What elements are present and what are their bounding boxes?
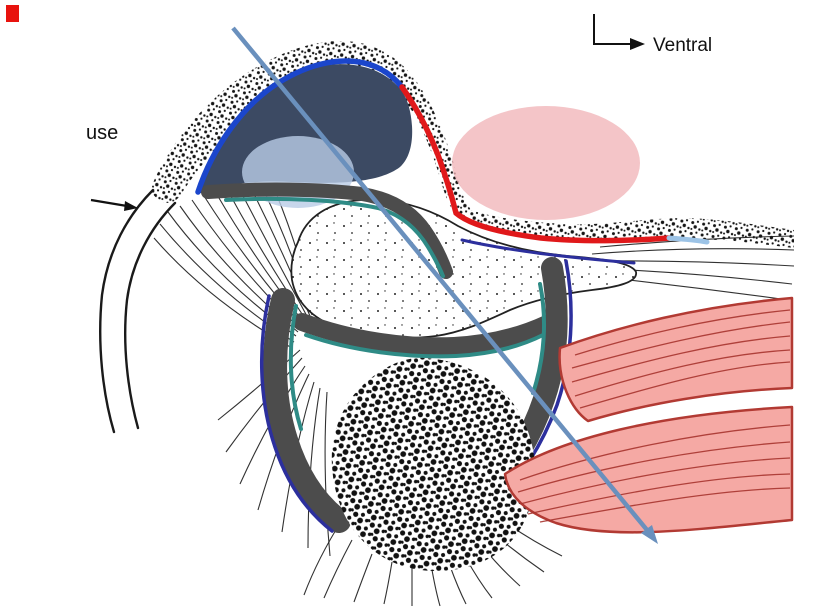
upper-capsule-band: [201, 182, 636, 279]
temporal-bone-stipple: [150, 41, 794, 248]
lateral-pterygoid-lower-head: [503, 405, 794, 534]
capsule-under-disc-arc: [293, 313, 556, 359]
mandibular-condyle: [331, 357, 536, 571]
superior-blue-line: [195, 58, 404, 195]
disc-tail-blue-line: [460, 238, 636, 265]
left-pointer-arrow-icon: [90, 198, 138, 211]
left-partial-label: use: [86, 122, 118, 144]
capsule-left-arm: [259, 288, 351, 533]
pink-highlight-ellipse: [452, 106, 640, 220]
lateral-pterygoid-upper-head: [558, 296, 794, 423]
ear-canal-outline: [99, 188, 177, 434]
corner-red-mark: [6, 5, 19, 22]
ventral-label: Ventral: [653, 35, 712, 56]
ventral-annotation: Ventral: [593, 14, 712, 56]
upper-capsule-gray: [201, 182, 453, 279]
upper-capsule-teal: [224, 196, 445, 278]
muscle-striations-upper: [571, 309, 791, 409]
diagonal-arrow-icon: [231, 26, 658, 544]
ventral-arrow-icon: [630, 38, 645, 50]
eminence-red-line: [399, 84, 672, 244]
light-blue-segment: [666, 235, 710, 245]
muscle-striations-lower: [517, 424, 791, 523]
ventral-bracket-line: [593, 14, 631, 45]
